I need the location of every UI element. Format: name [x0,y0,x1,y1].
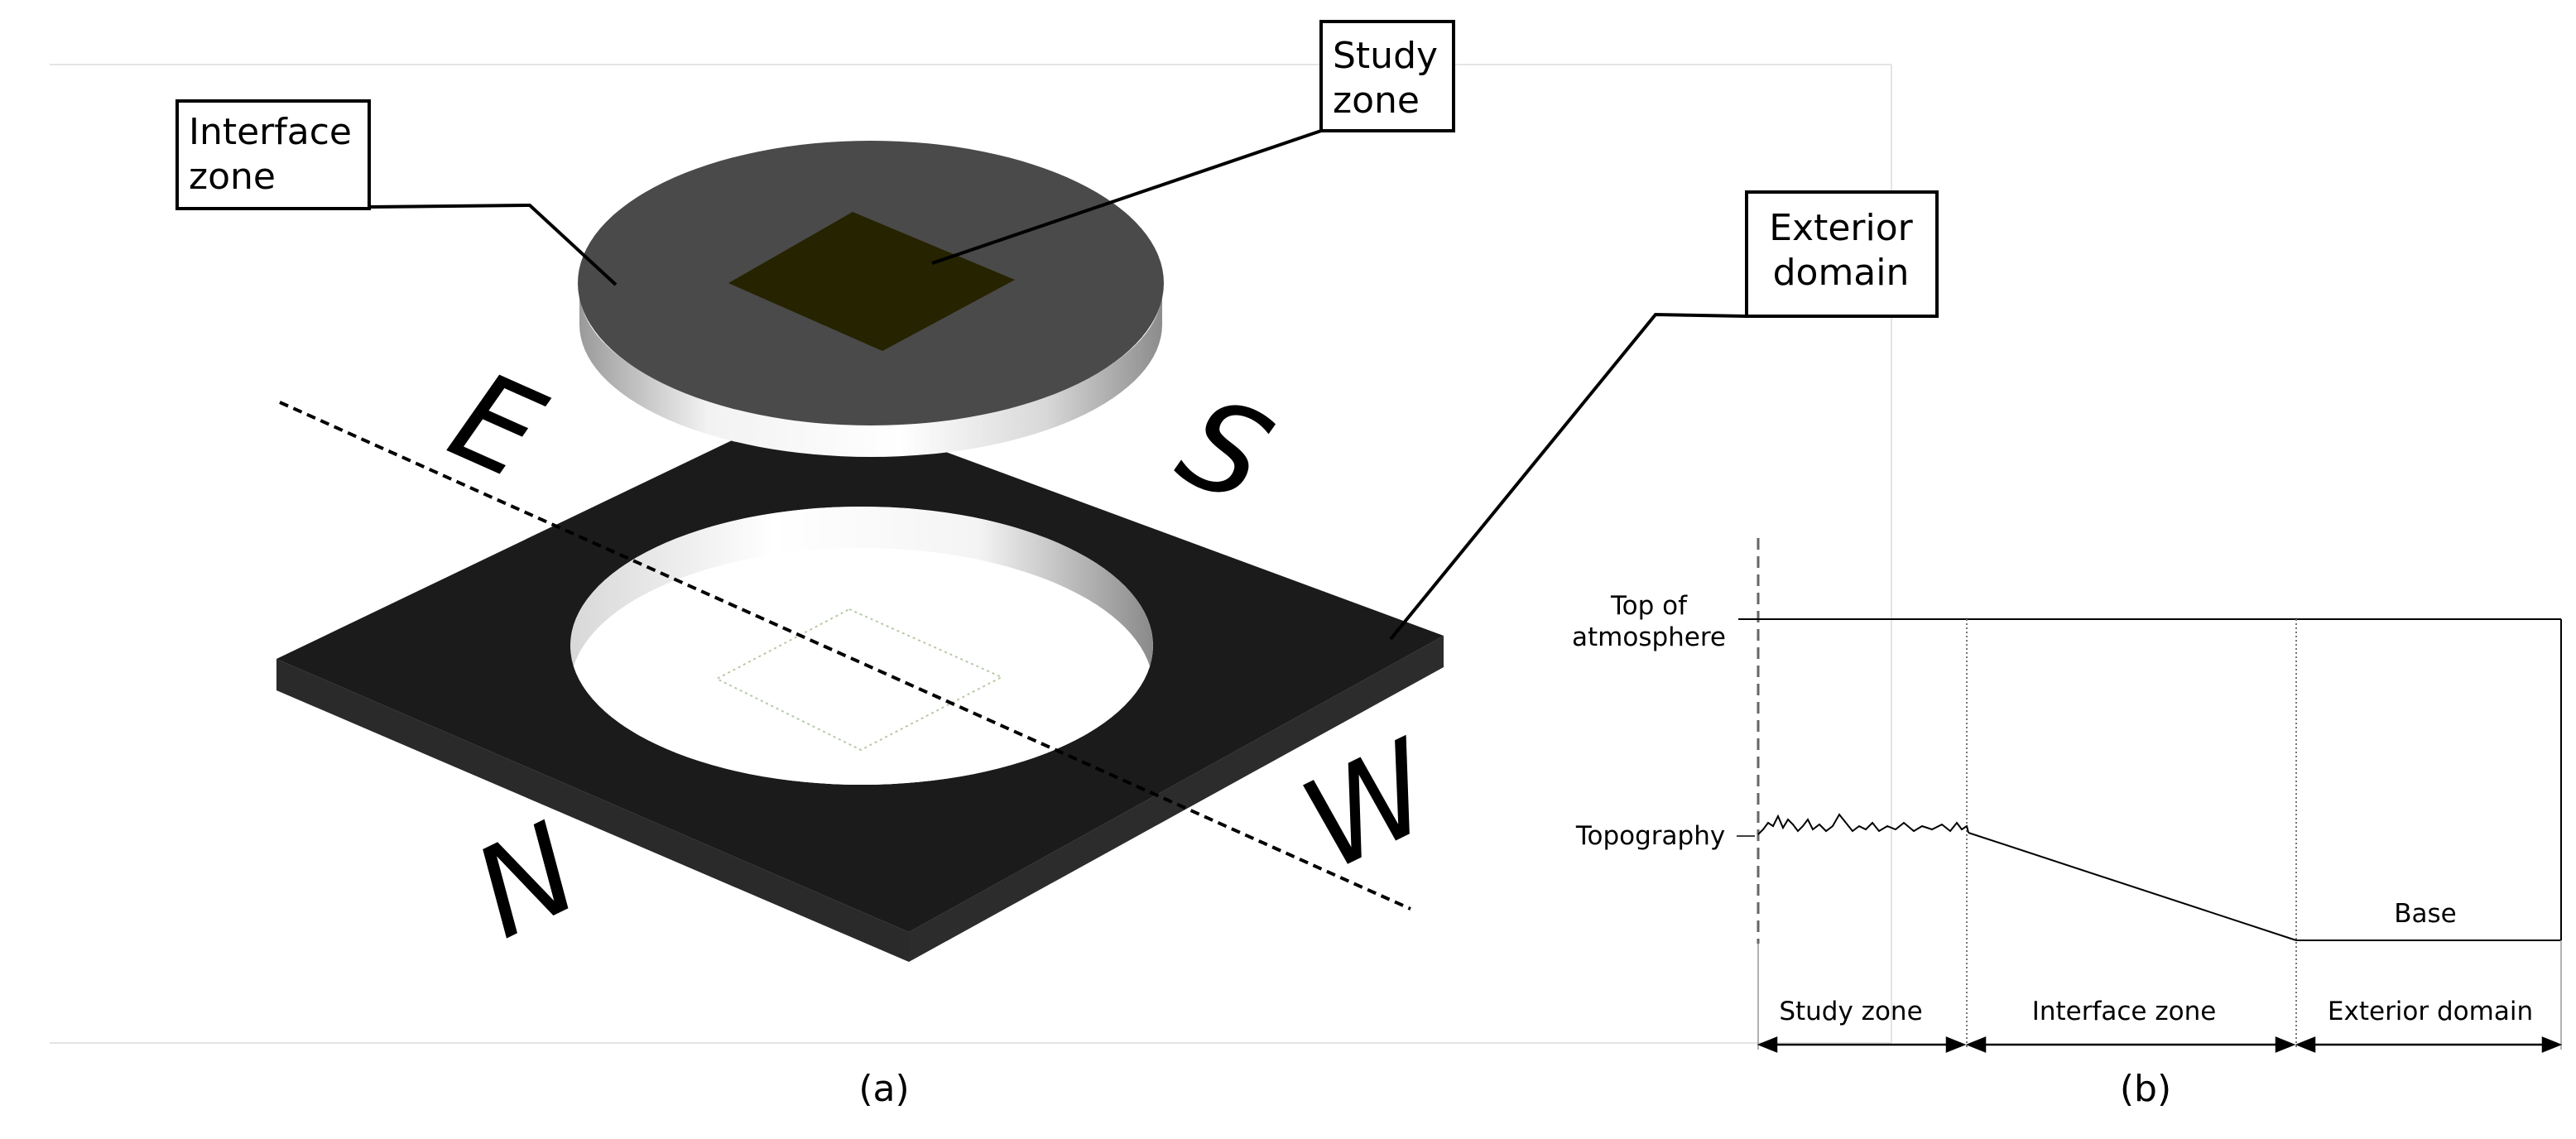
callout-exterior-domain: Exterior domain [1389,190,1939,641]
callout-interface-zone-line2: zone [189,156,276,198]
caption-b: (b) [2120,1068,2171,1110]
callout-box-study-zone [1319,20,1455,132]
interface-zone-disk [578,141,1164,457]
panel-b: Top of atmosphere Topography Base Study … [1572,538,2563,1110]
arrow-exterior-left-head [2295,1036,2316,1053]
exterior-domain-plate [276,402,1444,962]
label-topography: Topography [1575,821,1725,851]
plate-side-right [909,636,1444,962]
callout-box-interface-zone [175,99,371,210]
label-zone-study: Study zone [1779,997,1922,1026]
plate-side-left [276,659,909,962]
arrow-interface-right-head [2275,1036,2296,1053]
callout-study-zone-line2: zone [1333,79,1420,122]
orientation-dashed-line [279,401,1411,911]
study-zone-square [728,212,1015,351]
compass-north: N [454,796,600,967]
label-base: Base [2394,899,2457,929]
callout-box-exterior-domain [1745,190,1939,318]
arrow-study-right-head [1945,1036,1967,1053]
interface-slope-line [1968,832,2297,941]
label-top-of-atmosphere-line1: Top of [1610,591,1688,621]
callout-exterior-domain-line1: Exterior [1769,207,1913,249]
leader-exterior-domain [1389,312,1747,641]
label-top-of-atmosphere-line2: atmosphere [1572,622,1726,652]
callout-study-zone-line1: Study [1333,35,1438,77]
label-zone-interface: Interface zone [2032,997,2217,1026]
callout-interface-zone-line1: Interface [189,111,352,153]
callout-study-zone: Study zone [931,20,1455,265]
panel-a: E S W N Interface zone Study zone Exteri… [50,20,1939,1110]
hole-floor [570,548,1153,785]
study-zone-projection [714,608,1004,752]
arrow-study-left-head [1757,1036,1778,1053]
compass-south: S [1160,369,1290,533]
dimension-arrows [1757,1036,2563,1053]
callout-exterior-domain-line2: domain [1773,252,1910,294]
arrow-exterior-right-head [2541,1036,2563,1053]
callout-interface-zone: Interface zone [175,99,618,286]
leader-interface-zone [368,203,618,286]
leader-study-zone [931,129,1322,265]
topography-profile [1757,813,1969,835]
arrow-interface-left-head [1965,1036,1987,1053]
compass-east: E [431,344,562,508]
disk-side [579,290,1162,457]
caption-a: (a) [858,1068,909,1110]
label-zone-exterior: Exterior domain [2328,997,2533,1026]
